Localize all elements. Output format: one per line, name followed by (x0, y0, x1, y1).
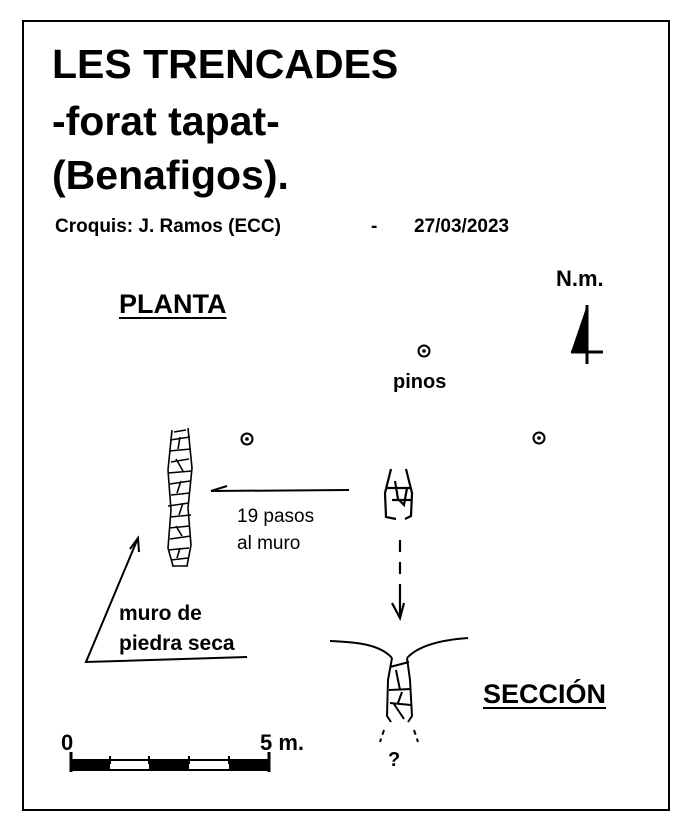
projection-arrow-icon (391, 540, 406, 621)
drawing-frame (22, 20, 670, 811)
distance-label-line-2: al muro (237, 533, 301, 554)
pit-plan-icon (383, 468, 414, 521)
pine-tree-icon (240, 432, 254, 446)
north-label: N.m. (556, 266, 604, 291)
distance-label-line-1: 19 pasos (237, 506, 315, 527)
trees-label: pinos (393, 371, 447, 393)
pine-tree-icon (532, 431, 546, 445)
section-label: SECCIÓN (483, 679, 607, 709)
title-line-2: -forat tapat- (52, 98, 280, 144)
credit-date: 27/03/2023 (414, 216, 510, 237)
unknown-depth-mark: ? (388, 749, 401, 771)
dry-stone-wall-icon (167, 427, 193, 567)
title-line-3: (Benafigos). (52, 152, 289, 198)
title-line-1: LES TRENCADES (52, 41, 399, 87)
wall-pointer-icon (84, 535, 248, 664)
section-view-icon (329, 637, 469, 743)
plan-label: PLANTA (119, 289, 227, 319)
north-arrow-icon (571, 305, 603, 364)
scale-end-label: 5 m. (260, 730, 305, 755)
pine-tree-icon (417, 344, 431, 358)
wall-label-line-2: piedra seca (119, 632, 235, 655)
credit-author: Croquis: J. Ramos (ECC) (55, 216, 281, 237)
distance-arrow-icon (210, 485, 350, 492)
scale-bar-icon (69, 752, 271, 772)
credit-separator: - (371, 216, 378, 237)
wall-label-line-1: muro de (119, 602, 202, 625)
scale-start-label: 0 (61, 730, 74, 755)
